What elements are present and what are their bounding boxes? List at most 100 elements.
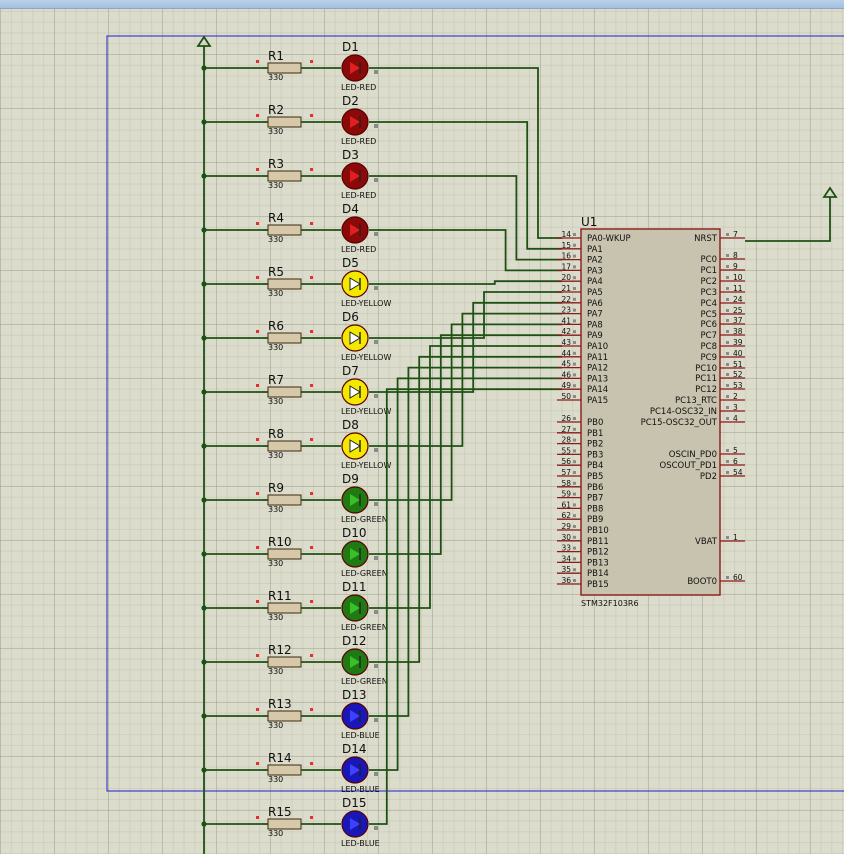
wire-led-to-pa6[interactable] [369,301,562,393]
wire-led-to-pa7[interactable] [369,312,562,447]
wire-led-to-pa0[interactable] [369,67,562,239]
wire-led-to-pa3[interactable] [369,229,562,272]
resistor-body[interactable] [267,278,302,290]
wire-led-to-pa12[interactable] [369,366,562,717]
resistor-body[interactable] [267,710,302,722]
resistor-body[interactable] [267,332,302,344]
resistor-body[interactable] [267,440,302,452]
resistor-body[interactable] [267,764,302,776]
resistor-body[interactable] [267,224,302,236]
wire-led-to-pa2[interactable] [369,175,562,261]
resistor-body[interactable] [267,818,302,830]
wire-led-to-pa9[interactable] [369,334,562,555]
wire-nrst[interactable] [745,197,831,242]
wire-led-to-pa14[interactable] [369,388,562,825]
resistor-body[interactable] [267,656,302,668]
wire-led-to-pa8[interactable] [369,323,562,501]
resistor-body[interactable] [267,116,302,128]
power-terminal-icon[interactable] [196,35,212,47]
wire-led-to-pa11[interactable] [369,355,562,663]
resistor-body[interactable] [267,170,302,182]
wire-led-to-pa1[interactable] [369,121,562,250]
power-terminal-icon[interactable] [822,186,838,198]
resistor-body[interactable] [267,386,302,398]
resistor-body[interactable] [267,494,302,506]
wire-led-to-pa5[interactable] [369,291,562,339]
resistor-body[interactable] [267,602,302,614]
mcu-body[interactable] [580,228,721,596]
wire-led-to-pa4[interactable] [369,280,562,285]
